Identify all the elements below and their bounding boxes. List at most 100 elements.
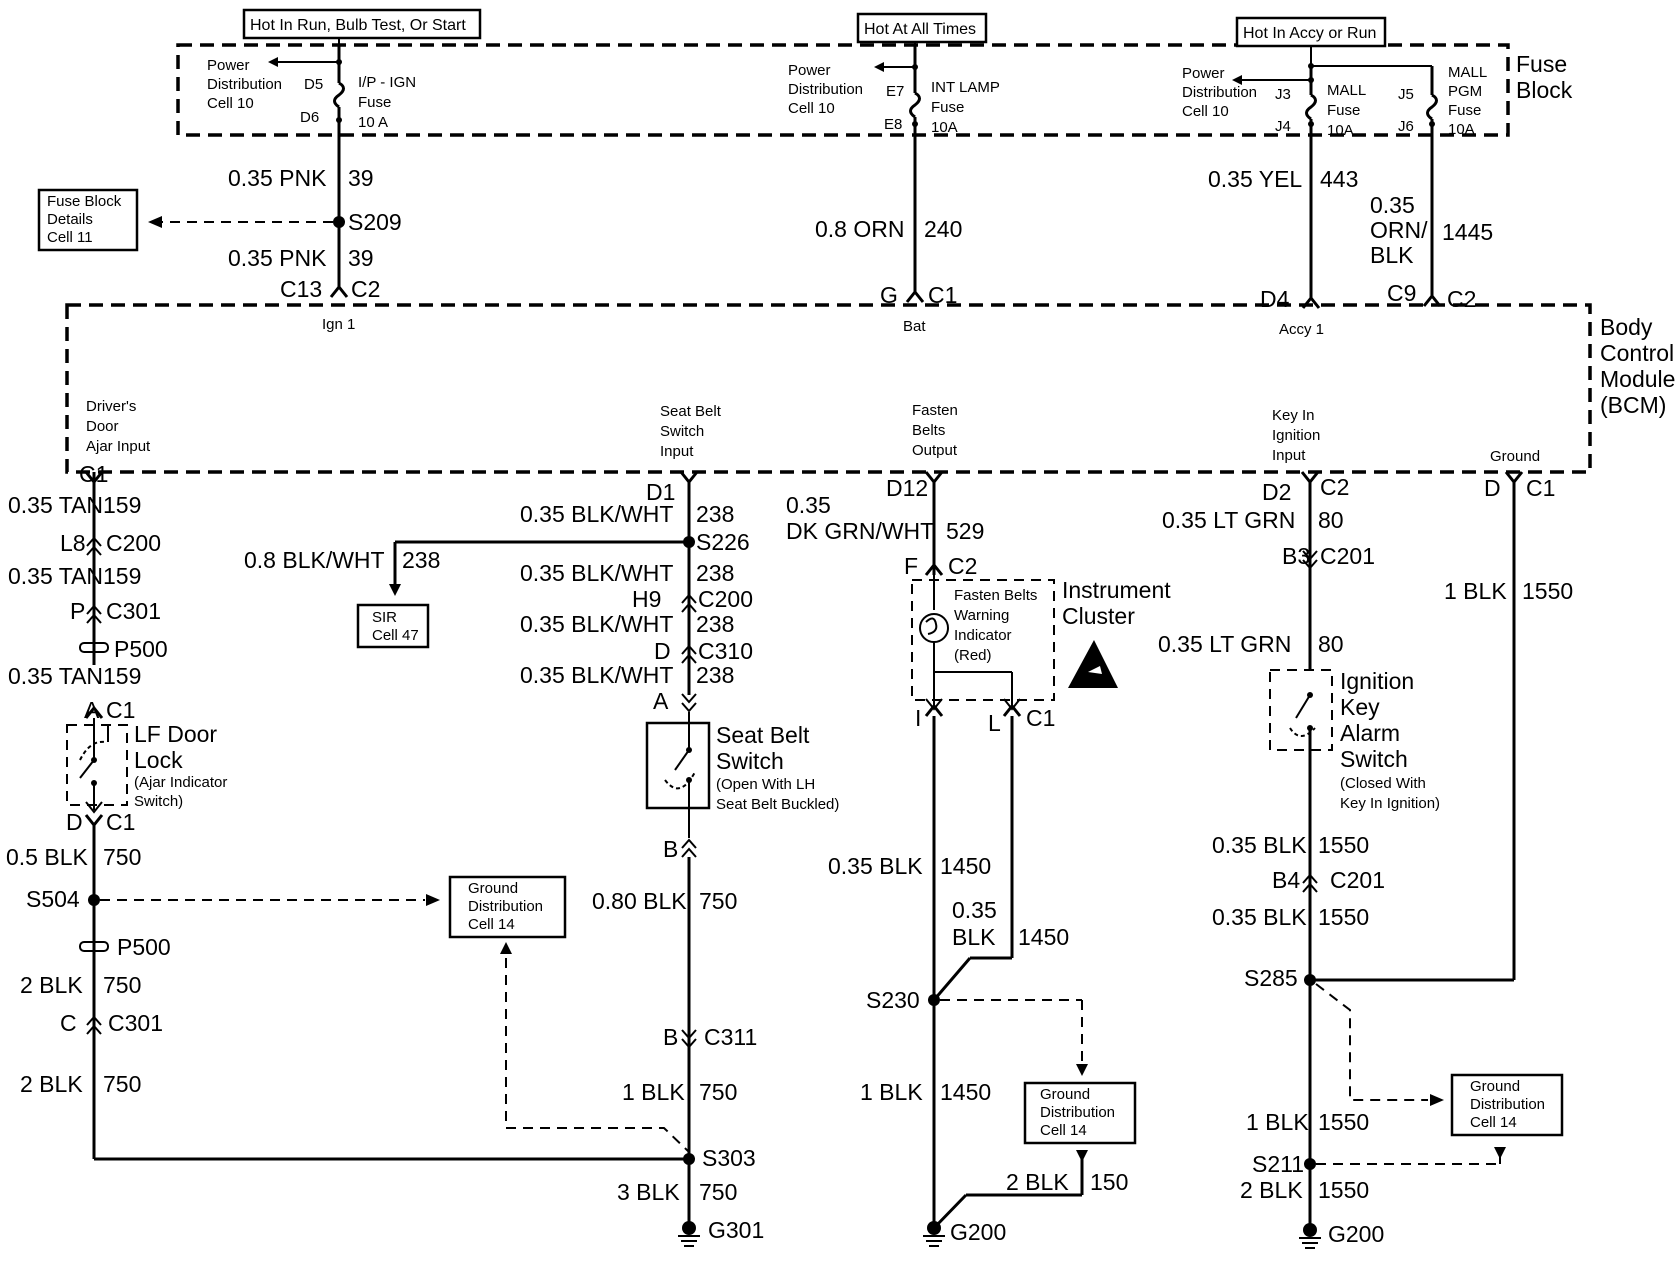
wire-orn-label: 0.8 ORN [815,216,904,242]
left-p500-grommet [79,642,109,653]
fasten-blk1450b-line1: 0.35 [952,897,997,923]
connector-d4: D4 [1260,286,1290,312]
fuse-block-title-2: Block [1516,77,1573,103]
key-blk1550a-circuit: 1550 [1318,832,1369,858]
seat-bw3-circuit: 238 [696,611,734,637]
instrument-cluster-line2: Cluster [1062,603,1135,629]
fuse-mall-pgm-fuse: Fuse [1448,102,1481,119]
left-p500b-grommet [79,941,109,952]
seat-bw2-circuit: 238 [696,560,734,586]
left-c1-a: C1 [106,697,135,723]
wire-pnk-b-label: 0.35 PNK [228,245,327,271]
fuse-ip-ign: Power Distribution Cell 10 D5 D6 I/P - I… [207,45,416,135]
fasten-blk1450b-circuit: 1450 [1018,924,1069,950]
seat-b2: B [663,1024,678,1050]
bcm-drivers-door-2: Door [86,418,119,435]
key-c201: C201 [1320,543,1375,569]
seat-switch-line2: Switch [716,748,784,774]
splice-s230-label: S230 [866,987,920,1013]
fasten-dkgrn-circuit: 529 [946,518,984,544]
key-blk1550b-label: 0.35 BLK [1212,904,1307,930]
key-ltgrn2-label: 0.35 LT GRN [1158,631,1291,657]
key-blk2-1550-circuit: 1550 [1318,1177,1369,1203]
seat-switch-sub2: Seat Belt Buckled) [716,796,839,813]
fuse-mall-pgm-rating: 10A [1448,121,1475,138]
bcm-seatbelt-input-2: Switch [660,423,704,440]
fasten-blk1-1450-circuit: 1450 [940,1079,991,1105]
pd-cell-1-line2: Distribution [207,76,282,93]
bcm-title-3: Module [1600,366,1675,392]
ground-g200-a-label: G200 [950,1219,1006,1245]
lf-door-circuit: C1 0.35 TAN 159 L8 C200 0.35 TAN 159 P C… [6,461,689,1161]
left-c: C [60,1010,77,1036]
ground-dist-1-line2: Distribution [468,898,543,915]
bcm-key-input-3: Input [1272,447,1306,464]
left-d: D [66,809,83,835]
fuse-mall-pgm-name2: PGM [1448,83,1482,100]
left-tan3-label: 0.35 TAN [8,663,103,689]
bcm-ground-c1: C1 [1526,475,1555,501]
splice-s211 [1304,1158,1316,1170]
fasten-blk1450b-line2: BLK [952,924,996,950]
esd-warning-icon [1068,640,1118,688]
fasten-belts-circuit: D12 0.35 DK GRN/WHT 529 F C2 Fasten Belt… [786,471,1171,1247]
seat-d1: D1 [646,479,675,505]
hot-run-label-box [242,8,482,40]
bcm-title-1: Body [1600,314,1653,340]
fuse-int-lamp-rating: 10A [931,119,958,136]
seat-switch-sub1: (Open With LH [716,776,815,793]
ground-dist-2-line2: Distribution [1040,1104,1115,1121]
pd-cell-2-line1: Power [788,62,831,79]
fuse-ip-ign-bottom-pin: D6 [300,109,319,126]
fuse-mall-name: MALL [1327,82,1366,99]
wire-yel-label: 0.35 YEL [1208,166,1302,192]
pd-cell-3-line1: Power [1182,65,1225,82]
key-blk1550a-label: 0.35 BLK [1212,832,1307,858]
hot-accy-label: Hot In Accy or Run [1243,25,1376,42]
fasten-blk1450-label: 0.35 BLK [828,853,923,879]
key-c2: C2 [1320,474,1349,500]
splice-s226-label: S226 [696,529,750,555]
fasten-f: F [904,553,918,579]
left-l8: L8 [60,530,86,556]
bcm-title-2: Control [1600,340,1674,366]
fuse-mall-pgm-name1: MALL [1448,64,1487,81]
fuse-details-line2: Details [47,211,93,228]
bcm-seatbelt-input-1: Seat Belt [660,403,722,420]
seat-switch-line1: Seat Belt [716,722,810,748]
seat-bw08-label: 0.8 BLK/WHT [244,547,385,573]
wires-fuse-to-bcm: 0.35 PNK 39 S209 Fuse Block Details Cell… [37,135,1493,312]
left-a: A [84,697,100,723]
seat-bw08-circuit: 238 [402,547,440,573]
left-blk2a-circuit: 750 [103,972,141,998]
lf-door-lock-box [66,724,128,806]
fasten-l: L [988,710,1001,736]
key-ltgrn2-circuit: 80 [1318,631,1344,657]
ground-dist-2-line3: Cell 14 [1040,1122,1087,1139]
fuse-mall-pgm-top-pin: J5 [1398,86,1414,103]
key-blk1550b-circuit: 1550 [1318,904,1369,930]
left-blk05-label: 0.5 BLK [6,844,88,870]
ground-g301-label: G301 [708,1217,764,1243]
splice-s303-label: S303 [702,1145,756,1171]
fasten-blk2-150-circuit: 150 [1090,1169,1128,1195]
seat-bw1-circuit: 238 [696,501,734,527]
left-c301b: C301 [108,1010,163,1036]
bcm-ground-d: D [1484,475,1501,501]
bcm: Body Control Module (BCM) Ign 1 Bat Accy… [65,303,1675,474]
wire-orn-blk-circuit: 1445 [1442,219,1493,245]
fuse-details-line3: Cell 11 [47,229,93,246]
ground-g200-a [927,1221,941,1235]
key-blk1-1550-circuit: 1550 [1318,1109,1369,1135]
lf-door-lock-line2: Lock [134,747,183,773]
connector-c9: C9 [1387,280,1416,306]
splice-s504 [88,894,100,906]
fasten-c1: C1 [1026,705,1055,731]
seat-d: D [654,638,671,664]
hot-all-label: Hot At All Times [864,21,976,38]
bcm-outline [65,303,1592,474]
ignition-key-line1: Ignition [1340,668,1414,694]
wire-orn-circuit: 240 [924,216,962,242]
bcm-key-input-2: Ignition [1272,427,1320,444]
